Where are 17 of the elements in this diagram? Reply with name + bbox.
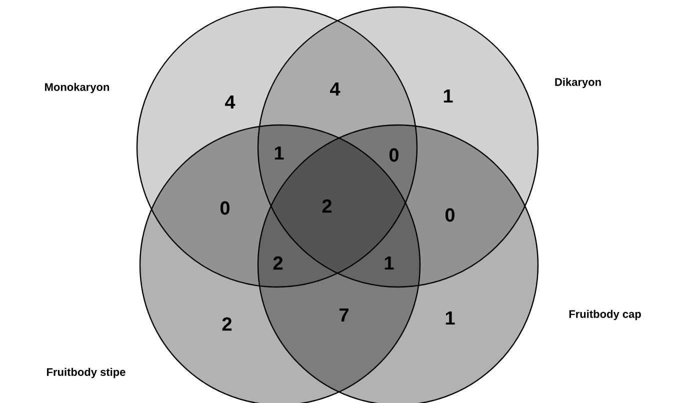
region-count: 1 <box>446 311 455 325</box>
region-count: 4 <box>330 82 340 96</box>
region-count: 4 <box>225 95 236 109</box>
set-label: Fruitbody cap <box>569 310 641 320</box>
region-count: 1 <box>384 256 394 270</box>
region-count: 1 <box>274 146 284 160</box>
region-count: 2 <box>322 199 332 213</box>
region-count: 0 <box>445 208 454 222</box>
region-count: 0 <box>389 148 398 162</box>
set-label: Monokaryon <box>45 82 110 94</box>
region-count: 2 <box>222 317 232 331</box>
region-count: 2 <box>273 256 283 270</box>
region-count: 1 <box>444 89 453 103</box>
set-label: Fruitbody stipe <box>47 368 126 378</box>
set-label: Dikaryon <box>555 78 601 88</box>
region-count: 7 <box>340 308 348 322</box>
region-count: 0 <box>220 201 230 215</box>
